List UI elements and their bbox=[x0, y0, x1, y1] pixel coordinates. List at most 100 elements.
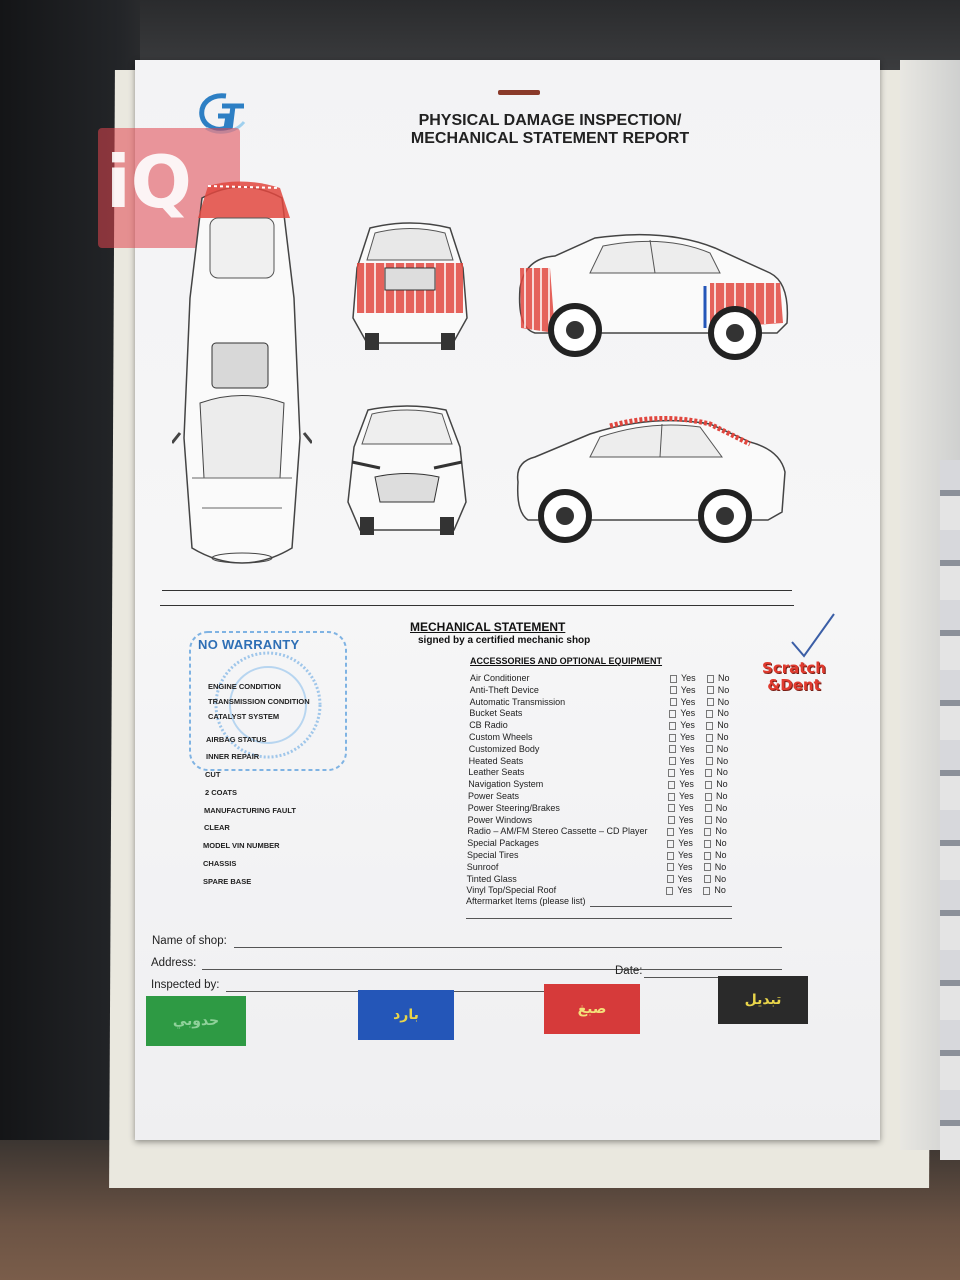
yes-checkbox[interactable]: Yes bbox=[666, 861, 692, 873]
accessory-label: Customized Body bbox=[468, 743, 540, 754]
yes-checkbox[interactable]: Yes bbox=[668, 790, 694, 802]
checkbox-icon[interactable] bbox=[669, 721, 677, 730]
no-checkbox[interactable]: No bbox=[703, 861, 727, 873]
no-label: No bbox=[714, 885, 726, 896]
checkbox-icon[interactable] bbox=[705, 769, 713, 778]
checkbox-icon[interactable] bbox=[667, 851, 674, 860]
checkbox-icon[interactable] bbox=[667, 816, 675, 825]
checkbox-icon[interactable] bbox=[706, 733, 713, 742]
yes-checkbox[interactable]: Yes bbox=[669, 731, 695, 743]
checkbox-icon[interactable] bbox=[703, 875, 711, 884]
checkbox-icon[interactable] bbox=[666, 863, 674, 872]
checkbox-icon[interactable] bbox=[668, 745, 676, 754]
yes-checkbox[interactable]: Yes bbox=[667, 825, 693, 837]
checkbox-icon[interactable] bbox=[668, 792, 675, 801]
checkbox-icon[interactable] bbox=[705, 792, 712, 801]
yes-checkbox[interactable]: Yes bbox=[667, 849, 693, 861]
checkbox-icon[interactable] bbox=[668, 757, 676, 766]
checkbox-icon[interactable] bbox=[707, 674, 714, 683]
no-checkbox[interactable]: No bbox=[705, 790, 728, 802]
checkbox-icon[interactable] bbox=[706, 710, 714, 719]
checkbox-icon[interactable] bbox=[704, 851, 711, 860]
checkbox-icon[interactable] bbox=[668, 769, 676, 778]
checkbox-icon[interactable] bbox=[705, 757, 713, 766]
date-line[interactable] bbox=[644, 977, 780, 978]
checkbox-icon[interactable] bbox=[667, 804, 675, 813]
checkbox-icon[interactable] bbox=[704, 816, 712, 825]
yes-checkbox[interactable]: Yes bbox=[670, 672, 696, 684]
checkbox-icon[interactable] bbox=[669, 698, 677, 707]
no-label: No bbox=[716, 779, 728, 790]
yes-checkbox[interactable]: Yes bbox=[668, 743, 694, 755]
yes-checkbox[interactable]: Yes bbox=[666, 884, 692, 896]
checkbox-icon[interactable] bbox=[669, 733, 676, 742]
accessory-label: Special Packages bbox=[467, 838, 539, 849]
checkbox-icon[interactable] bbox=[706, 721, 714, 730]
checkbox-icon[interactable] bbox=[706, 686, 714, 695]
yes-checkbox[interactable]: Yes bbox=[666, 873, 692, 885]
checkbox-icon[interactable] bbox=[704, 804, 712, 813]
aftermarket-line[interactable] bbox=[466, 918, 732, 919]
condition-item: INNER REPAIR bbox=[206, 752, 260, 761]
no-checkbox[interactable]: No bbox=[705, 755, 728, 767]
shop-name-line[interactable] bbox=[234, 947, 782, 948]
checkbox-icon[interactable] bbox=[669, 710, 677, 719]
condition-item: CLEAR bbox=[204, 823, 230, 832]
yes-checkbox[interactable]: Yes bbox=[667, 837, 693, 849]
checkbox-icon[interactable] bbox=[703, 887, 711, 896]
accessory-label: Power Seats bbox=[468, 791, 520, 801]
yes-checkbox[interactable]: Yes bbox=[668, 766, 694, 778]
no-checkbox[interactable]: No bbox=[703, 884, 726, 896]
no-checkbox[interactable]: No bbox=[707, 672, 730, 684]
checkbox-icon[interactable] bbox=[666, 875, 674, 884]
no-checkbox[interactable]: No bbox=[706, 707, 729, 719]
condition-item: ENGINE CONDITION bbox=[208, 682, 281, 691]
checkbox-icon[interactable] bbox=[703, 863, 711, 872]
no-checkbox[interactable]: No bbox=[706, 696, 729, 708]
no-checkbox[interactable]: No bbox=[704, 825, 727, 837]
no-checkbox[interactable]: No bbox=[704, 849, 727, 861]
yes-checkbox[interactable]: Yes bbox=[667, 802, 693, 814]
checkbox-icon[interactable] bbox=[670, 674, 677, 683]
yes-checkbox[interactable]: Yes bbox=[669, 719, 695, 731]
condition-item: CATALYST SYSTEM bbox=[208, 712, 280, 721]
checkbox-icon[interactable] bbox=[666, 887, 674, 896]
no-label: No bbox=[718, 673, 730, 683]
checkbox-icon[interactable] bbox=[704, 839, 712, 848]
no-checkbox[interactable]: No bbox=[706, 684, 729, 696]
yes-checkbox[interactable]: Yes bbox=[669, 707, 695, 719]
no-checkbox[interactable]: No bbox=[704, 814, 727, 826]
no-checkbox[interactable]: No bbox=[705, 778, 728, 790]
checkbox-icon[interactable] bbox=[706, 698, 714, 707]
no-checkbox[interactable]: No bbox=[706, 719, 729, 731]
yes-checkbox[interactable]: Yes bbox=[668, 778, 694, 790]
yes-checkbox[interactable]: Yes bbox=[669, 696, 695, 708]
report-title: PHYSICAL DAMAGE INSPECTION/ MECHANICAL S… bbox=[410, 112, 690, 147]
yes-checkbox[interactable]: Yes bbox=[669, 684, 695, 696]
accessory-label: Special Tires bbox=[467, 850, 519, 860]
checkbox-icon[interactable] bbox=[669, 686, 677, 695]
checkbox-icon[interactable] bbox=[705, 745, 713, 754]
no-checkbox[interactable]: No bbox=[705, 766, 728, 778]
checkbox-icon[interactable] bbox=[704, 828, 712, 837]
no-checkbox[interactable]: No bbox=[703, 873, 726, 885]
yes-checkbox[interactable]: Yes bbox=[667, 814, 693, 826]
no-checkbox[interactable]: No bbox=[704, 837, 727, 849]
no-checkbox[interactable]: No bbox=[706, 731, 729, 743]
no-checkbox[interactable]: No bbox=[704, 802, 727, 814]
yes-label: Yes bbox=[680, 708, 696, 719]
address-line[interactable] bbox=[202, 969, 782, 970]
aftermarket-line[interactable] bbox=[590, 906, 732, 907]
accessories-title: ACCESSORIES AND OPTIONAL EQUIPMENT bbox=[470, 656, 663, 666]
no-label: No bbox=[714, 861, 727, 872]
checkbox-icon[interactable] bbox=[668, 780, 676, 789]
checkbox-icon[interactable] bbox=[667, 828, 675, 837]
no-checkbox[interactable]: No bbox=[705, 743, 728, 755]
accessory-label: Anti-Theft Device bbox=[469, 684, 539, 695]
checkbox-icon[interactable] bbox=[667, 839, 675, 848]
yes-checkbox[interactable]: Yes bbox=[668, 755, 694, 767]
condition-item: CUT bbox=[205, 770, 221, 779]
checkbox-icon[interactable] bbox=[705, 780, 713, 789]
